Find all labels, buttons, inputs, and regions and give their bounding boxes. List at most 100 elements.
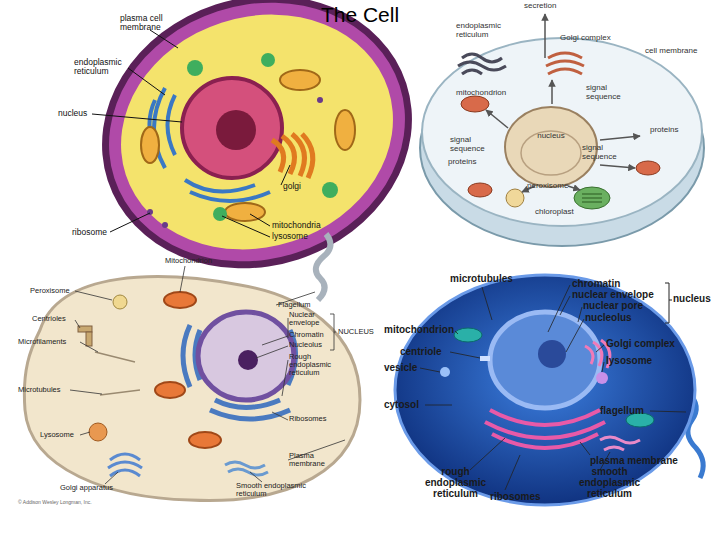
bracket (330, 314, 336, 350)
part-label: Peroxisome (30, 287, 70, 295)
part-label: golgi (283, 182, 301, 191)
cell-membrane-shape (422, 38, 702, 226)
part-label: Microtubules (18, 386, 61, 394)
part-label: flagellum (600, 406, 644, 417)
part-label: Golgi complex (606, 339, 675, 350)
mitochondrion-shape (335, 110, 355, 150)
part-label: ribosome (72, 228, 107, 237)
leader-lines (70, 266, 345, 484)
transport-arrow (600, 136, 640, 140)
part-label: nuclear pore (583, 301, 643, 312)
part-label: Mitochondrion (165, 257, 212, 265)
part-label: Nucleolus (289, 341, 322, 349)
cell-outline (66, 0, 447, 308)
part-label: Microfilaments (18, 338, 66, 346)
part-label: Ribosomes (289, 415, 327, 423)
cell-body (395, 275, 695, 505)
mitochondrion-shape (468, 183, 492, 197)
part-label: microtubules (450, 274, 513, 285)
mitochondrion-shape (225, 203, 265, 221)
vesicle-shape (440, 367, 450, 377)
part-label: centriole (400, 347, 442, 358)
transport-arrow (600, 165, 635, 168)
lysosome-shape (596, 372, 608, 384)
cell-body (24, 277, 360, 501)
nucleus-shape (182, 78, 282, 178)
part-label: endoplasmic reticulum (74, 58, 129, 76)
part-label: signal sequence (582, 144, 622, 161)
protein-targeting-cell (420, 14, 704, 246)
part-label: Flagellum (278, 301, 311, 309)
blue-animal-cell (395, 275, 703, 505)
golgi-apparatus-shape (108, 454, 142, 476)
nucleolus-shape (238, 350, 258, 370)
part-label: secretion (524, 2, 556, 11)
part-label: Rough endoplasmic reticulum (289, 353, 337, 377)
part-label: nucleus (673, 294, 711, 305)
part-label: nuclear envelope (572, 290, 654, 301)
leader-lines (420, 285, 686, 490)
node-label: nucleus (503, 131, 599, 140)
part-label: cell membrane (645, 47, 697, 56)
mitochondrion-shape (280, 70, 320, 90)
mitochondrion-shape (155, 382, 185, 398)
smooth-er (225, 462, 268, 475)
part-label: Golgi apparatus (60, 484, 113, 492)
mitochondrion-shape (636, 161, 660, 175)
smooth-er (600, 437, 640, 450)
cartoon-cell (66, 0, 447, 308)
lysosome-shape (187, 60, 203, 76)
part-label: ribosomes (490, 492, 541, 503)
mitochondrion-shape (141, 127, 159, 163)
part-label: nucleus (58, 109, 87, 118)
part-label: signal sequence (450, 136, 490, 153)
part-label: nucleolus (585, 313, 632, 324)
transport-arrow (568, 186, 580, 190)
part-label: proteins (448, 158, 476, 167)
mitochondrion-shape (461, 96, 489, 112)
part-label: Smooth endoplasmic reticulum (236, 482, 311, 498)
cytoskeleton (95, 352, 140, 395)
part-label: © Addison Wesley Longman, Inc. (18, 500, 92, 505)
animal-cell (24, 234, 360, 500)
part-label: Lysosome (40, 431, 74, 439)
nucleolus-shape (538, 340, 566, 368)
part-label: cytosol (384, 400, 419, 411)
part-label: plasma membrane (590, 456, 678, 467)
part-label: chromatin (572, 279, 620, 290)
flagellum-shape (316, 234, 331, 300)
nucleus-shape (198, 312, 294, 400)
part-label: plasma cell membrane (120, 14, 170, 32)
part-label: chloroplast (535, 208, 574, 217)
thylakoid-lines (582, 194, 602, 202)
secretion-arrow (544, 14, 546, 58)
bracket (665, 283, 672, 323)
part-label: endoplasmic reticulum (456, 22, 516, 39)
part-label: mitochondrion (384, 325, 454, 336)
nucleolus-shape (216, 110, 256, 150)
part-label: mitochondria (272, 221, 321, 230)
lysosome-shape (322, 182, 338, 198)
golgi-body (272, 134, 313, 178)
part-label: vesicle (384, 363, 417, 374)
nucleus-shape (490, 312, 600, 408)
part-label: signal sequence (586, 84, 626, 101)
part-label: smooth endoplasmic reticulum (572, 467, 647, 499)
peroxisome-shape (113, 295, 127, 309)
diagram-title: The Cell (300, 3, 420, 27)
part-label: peroxisome (527, 182, 568, 191)
part-label: Centrioles (32, 315, 66, 323)
transport-arrow (551, 80, 553, 104)
part-label: rough endoplasmic reticulum (418, 467, 493, 499)
lysosome-shape (89, 423, 107, 441)
part-label: mitochondrion (456, 89, 506, 98)
centriole-shape (480, 356, 490, 361)
part-label: lysosome (606, 356, 652, 367)
mitochondrion-shape (189, 432, 221, 448)
ribosome-dot (317, 97, 323, 103)
part-label: proteins (650, 126, 678, 135)
rough-er (485, 410, 605, 448)
centriole-shape (78, 326, 92, 332)
ribosome-dot (162, 222, 168, 228)
part-label: Plasma membrane (289, 452, 329, 468)
